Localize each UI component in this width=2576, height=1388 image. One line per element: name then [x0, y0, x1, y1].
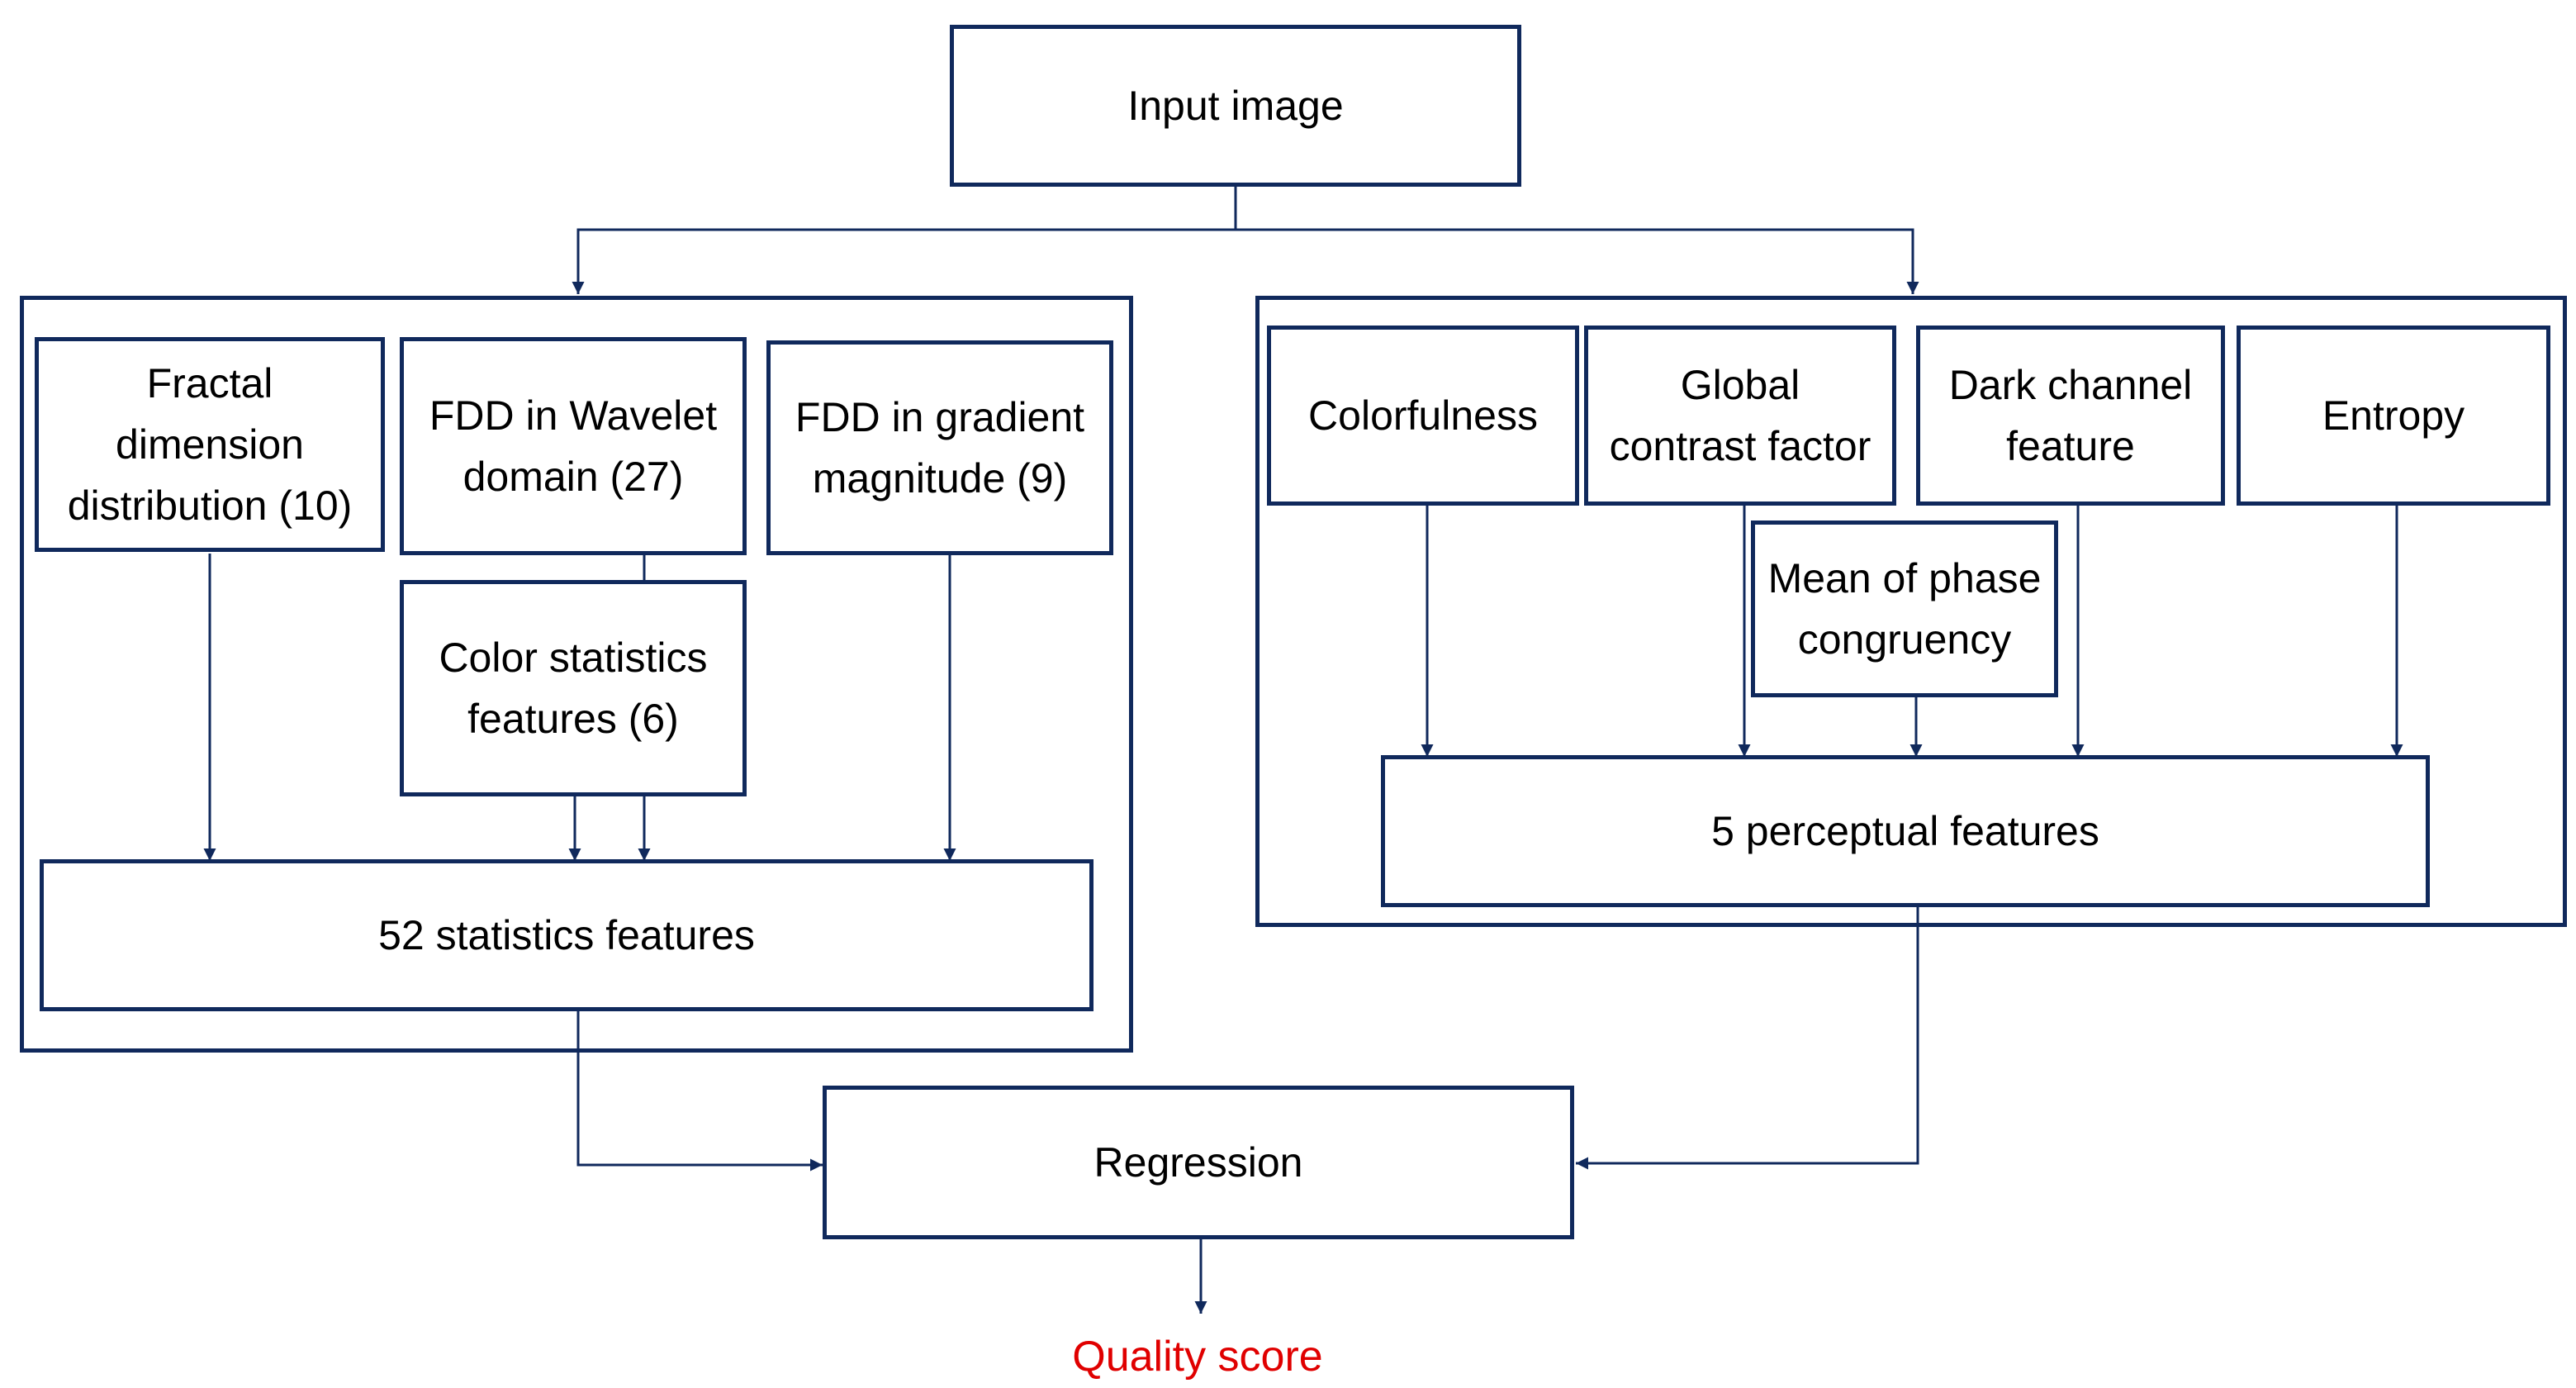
input-image-box: Input image [950, 25, 1521, 187]
perceptual-features-box: 5 perceptual features [1381, 755, 2430, 907]
regression-box: Regression [823, 1086, 1574, 1239]
colorfulness-box: Colorfulness [1267, 326, 1579, 506]
edge-statistics-to-regression [576, 1011, 823, 1172]
perceptual-features-label: 5 perceptual features [1711, 808, 2099, 854]
edge-perceptual-to-regression [1576, 906, 1919, 1170]
statistics-features-box: 52 statistics features [40, 859, 1093, 1011]
fdd-wavelet-box: FDD in Wavelet domain (27) [400, 337, 747, 555]
colorfulness-label: Colorfulness [1308, 392, 1538, 439]
edge-input-to-right-group [1236, 228, 1919, 294]
edge-input-to-left-group [572, 185, 1237, 294]
global-contrast-box: Global contrast factor [1584, 326, 1896, 506]
color-statistics-label: Color statistics features (6) [439, 635, 708, 742]
statistics-features-label: 52 statistics features [378, 912, 755, 958]
regression-label: Regression [1093, 1139, 1303, 1186]
perceptual-feature-group [1255, 296, 2567, 927]
global-contrast-label: Global contrast factor [1609, 362, 1872, 469]
entropy-box: Entropy [2237, 326, 2550, 506]
dark-channel-box: Dark channel feature [1916, 326, 2225, 506]
quality-score-label: Quality score [1072, 1333, 1323, 1381]
statistics-feature-group [20, 296, 1133, 1053]
fractal-dimension-label: Fractal dimension distribution (10) [67, 360, 353, 529]
dark-channel-label: Dark channel feature [1948, 362, 2193, 469]
fdd-wavelet-label: FDD in Wavelet domain (27) [429, 392, 718, 500]
entropy-label: Entropy [2322, 392, 2465, 439]
color-statistics-box: Color statistics features (6) [400, 580, 747, 796]
fractal-dimension-box: Fractal dimension distribution (10) [35, 337, 385, 552]
input-image-label: Input image [1127, 83, 1344, 129]
fdd-gradient-box: FDD in gradient magnitude (9) [766, 340, 1113, 555]
phase-congruency-box: Mean of phase congruency [1751, 520, 2058, 697]
phase-congruency-label: Mean of phase congruency [1767, 555, 2042, 663]
fdd-gradient-label: FDD in gradient magnitude (9) [795, 394, 1085, 501]
